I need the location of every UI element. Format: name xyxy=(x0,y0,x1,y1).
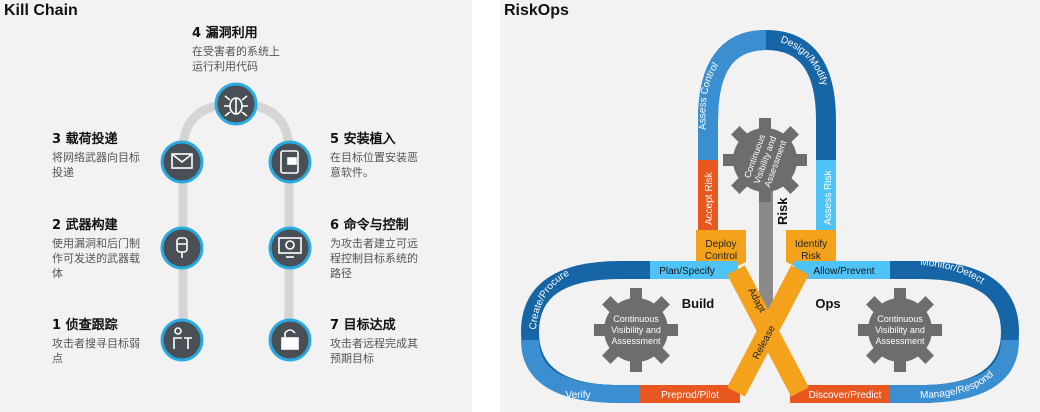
step-5-desc: 在目标位置安装恶意软件。 xyxy=(330,151,418,179)
preprod-pilot-label: Preprod/Pilot xyxy=(661,390,719,401)
envelope-icon xyxy=(171,153,193,169)
step-4: 4 漏洞利用 在受害者的系统上运行利用代码 xyxy=(192,26,284,74)
step-5: 5 安装植入 在目标位置安装恶意软件。 xyxy=(330,132,422,180)
risk-label: Risk xyxy=(775,197,790,225)
step2-node xyxy=(160,226,204,270)
risk-stem xyxy=(759,190,773,310)
svg-text:Assessment: Assessment xyxy=(875,336,925,346)
riskops-panel: RiskOps Assess Control Design/Modify Acc… xyxy=(500,0,1040,412)
bomb-icon xyxy=(176,237,188,258)
svg-text:Continuous: Continuous xyxy=(613,314,659,324)
tablet-install-icon xyxy=(280,150,299,174)
step6-node xyxy=(268,226,312,270)
desk-person-icon xyxy=(173,327,192,349)
assess-risk-segment xyxy=(816,160,836,230)
step-6: 6 命令与控制 为攻击者建立可远程控制目标系统的路径 xyxy=(330,218,422,281)
ops-label: Ops xyxy=(815,296,840,311)
step-7-desc: 攻击者远程完成其预期目标 xyxy=(330,337,418,365)
accept-risk-segment xyxy=(698,160,718,230)
bug-icon xyxy=(224,95,248,117)
discover-predict-segment xyxy=(790,385,890,403)
adapt-release-cross xyxy=(727,265,809,397)
gear-left: Continuous Visibility and Assessment xyxy=(594,288,678,372)
risk-loop xyxy=(698,29,836,240)
ops-loop xyxy=(790,261,1020,403)
build-label: Build xyxy=(682,296,715,311)
step-7: 7 目标达成 攻击者远程完成其预期目标 xyxy=(330,318,422,366)
svg-text:Deploy: Deploy xyxy=(705,239,736,250)
kill-chain-panel: Kill Chain xyxy=(0,0,472,412)
svg-text:Identify: Identify xyxy=(795,239,827,250)
gear-right: Continuous Visibility and Assessment xyxy=(858,288,942,372)
step-3-title: 3 载荷投递 xyxy=(52,132,118,147)
step-2: 2 武器构建 使用漏洞和后门制作可发送的武器载体 xyxy=(52,218,144,281)
allow-prevent-segment xyxy=(794,261,890,279)
kill-chain-title: Kill Chain xyxy=(4,2,78,19)
unlock-icon xyxy=(281,329,299,350)
riskops-title: RiskOps xyxy=(504,2,569,19)
step-4-title: 4 漏洞利用 xyxy=(192,26,258,41)
verify-label: Verify xyxy=(565,390,590,401)
accept-risk-label: Accept Risk xyxy=(704,171,715,225)
svg-text:Visibility and: Visibility and xyxy=(611,325,661,335)
step-7-title: 7 目标达成 xyxy=(330,318,396,333)
step-3: 3 载荷投递 将网络武器向目标投递 xyxy=(52,132,144,180)
step-5-title: 5 安装植入 xyxy=(330,132,396,147)
step-2-desc: 使用漏洞和后门制作可发送的武器载体 xyxy=(52,237,140,280)
step-6-desc: 为攻击者建立可远程控制目标系统的路径 xyxy=(330,237,418,280)
svg-text:Assessment: Assessment xyxy=(611,336,661,346)
gear-top: Continuous Visibility and Assessment xyxy=(723,118,807,202)
step-6-title: 6 命令与控制 xyxy=(330,218,409,233)
step-1: 1 侦查跟踪 攻击者搜寻目标弱点 xyxy=(52,318,144,366)
plan-specify-segment xyxy=(650,261,738,279)
kill-chain-track xyxy=(160,82,312,362)
step-1-title: 1 侦查跟踪 xyxy=(52,318,118,333)
svg-text:Visibility and: Visibility and xyxy=(875,325,925,335)
preprod-pilot-segment xyxy=(640,385,740,403)
allow-prevent-label: Allow/Prevent xyxy=(813,266,874,277)
svg-text:Risk: Risk xyxy=(801,251,821,262)
step-2-title: 2 武器构建 xyxy=(52,218,118,233)
svg-text:Continuous: Continuous xyxy=(877,314,923,324)
step-4-desc: 在受害者的系统上运行利用代码 xyxy=(192,45,280,73)
assess-risk-label: Assess Risk xyxy=(823,170,834,225)
monitor-target-icon xyxy=(278,237,302,258)
step-3-desc: 将网络武器向目标投递 xyxy=(52,151,140,179)
step1-node xyxy=(160,318,204,362)
step-1-desc: 攻击者搜寻目标弱点 xyxy=(52,337,140,365)
plan-specify-label: Plan/Specify xyxy=(659,266,715,277)
discover-predict-label: Discover/Predict xyxy=(809,390,882,401)
build-loop xyxy=(520,261,740,403)
svg-text:Control: Control xyxy=(705,251,737,262)
riskops-diagram: Assess Control Design/Modify Accept Risk… xyxy=(520,29,1020,403)
